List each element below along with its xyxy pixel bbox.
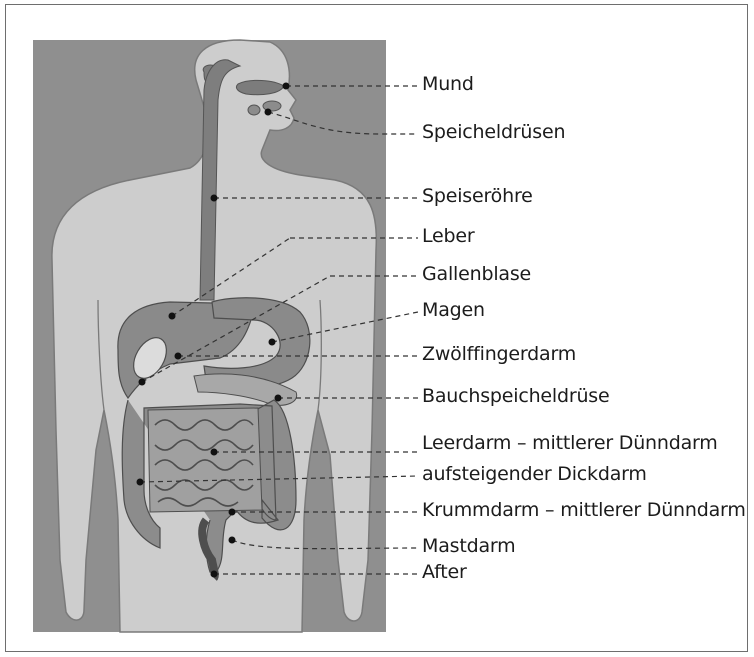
label-speiseroehre: Speiseröhre	[422, 185, 533, 207]
label-gallenblase: Gallenblase	[422, 263, 531, 285]
label-mastdarm: Mastdarm	[422, 535, 515, 557]
label-leber: Leber	[422, 225, 475, 247]
label-mund: Mund	[422, 73, 474, 95]
label-speicheldruesen: Speicheldrüsen	[422, 121, 565, 143]
label-after: After	[422, 561, 467, 583]
label-magen: Magen	[422, 299, 485, 321]
label-krummdarm: Krummdarm – mittlerer Dünndarm	[422, 499, 746, 521]
label-dickdarm: aufsteigender Dickdarm	[422, 463, 647, 485]
label-zwoelffingerdarm: Zwölffingerdarm	[422, 343, 576, 365]
label-leerdarm: Leerdarm – mittlerer Dünndarm	[422, 432, 718, 454]
label-bauchspeicheldruese: Bauchspeicheldrüse	[422, 385, 610, 407]
